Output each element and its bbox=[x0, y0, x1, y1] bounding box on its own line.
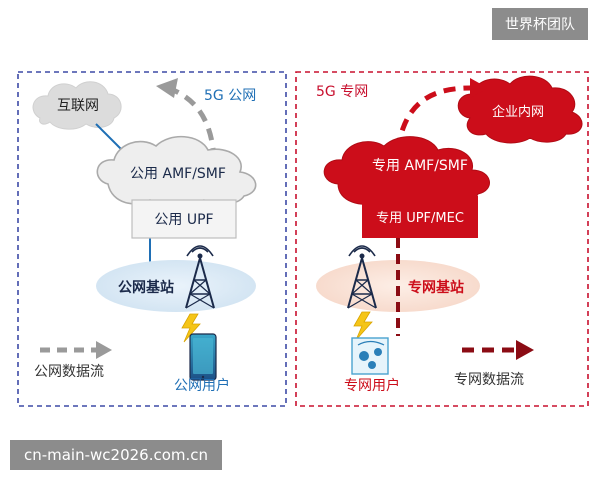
private-network-title: 5G 专网 bbox=[316, 84, 368, 100]
private-upf-mec-label: 专用 UPF/MEC bbox=[376, 211, 464, 226]
private-flow-legend-label: 专网数据流 bbox=[454, 372, 524, 388]
brand-badge: 世界杯团队 bbox=[492, 8, 588, 40]
private-lightning-icon bbox=[353, 311, 373, 341]
link-internet-amf bbox=[95, 123, 123, 151]
internet-cloud bbox=[32, 81, 122, 130]
private-user-label: 专网用户 bbox=[344, 377, 400, 394]
private-base-station-label: 专网基站 bbox=[408, 279, 464, 296]
public-network-frame bbox=[17, 71, 287, 407]
public-upf-box bbox=[131, 199, 237, 239]
public-base-station-label: 公网基站 bbox=[118, 279, 174, 296]
private-flow-arrowhead-top bbox=[470, 78, 488, 98]
public-lightning-icon bbox=[181, 313, 201, 343]
public-flow-arrowhead-top bbox=[156, 78, 178, 98]
private-flow-legend-arrowhead bbox=[516, 340, 534, 360]
site-watermark: cn-main-wc2026.com.cn bbox=[10, 440, 222, 470]
enterprise-intranet-label: 企业内网 bbox=[492, 104, 544, 120]
internet-label: 互联网 bbox=[57, 98, 99, 114]
public-network-title: 5G 公网 bbox=[204, 88, 256, 104]
public-upf-label: 公用 UPF bbox=[154, 212, 213, 228]
public-flow-legend-label: 公网数据流 bbox=[34, 364, 104, 380]
public-user-label: 公网用户 bbox=[174, 377, 230, 394]
private-iot-device-icon bbox=[351, 337, 389, 375]
public-base-station-area bbox=[96, 260, 256, 312]
private-amf-smf-label: 专用 AMF/SMF bbox=[372, 158, 468, 174]
public-amf-smf-label: 公用 AMF/SMF bbox=[130, 166, 226, 182]
public-flow-legend-arrowhead bbox=[96, 341, 112, 359]
private-upf-mec-box bbox=[362, 196, 478, 238]
private-network-frame bbox=[295, 71, 589, 407]
public-smartphone-icon bbox=[189, 333, 217, 381]
